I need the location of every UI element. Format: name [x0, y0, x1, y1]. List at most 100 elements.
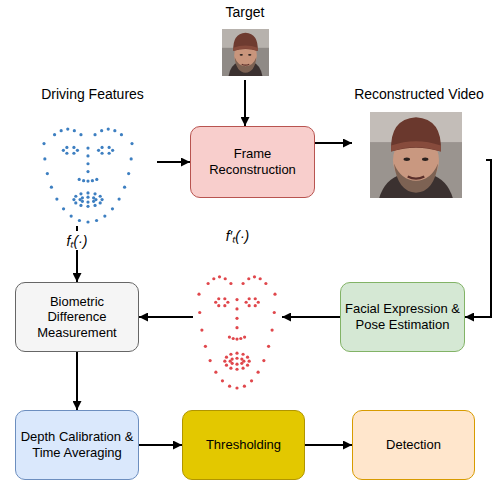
landmark-dot — [46, 172, 49, 175]
landmark-dot — [100, 198, 103, 201]
landmark-dot — [209, 359, 212, 362]
landmark-dot — [228, 385, 231, 388]
box-label: Depth Calibration & Time Averaging — [20, 429, 134, 460]
landmark-dot — [250, 379, 253, 382]
landmark-dot — [70, 214, 73, 217]
landmark-dot — [226, 301, 229, 304]
flow-arrow — [305, 444, 352, 446]
landmark-dot — [86, 196, 89, 199]
landmark-dot — [235, 357, 238, 360]
flow-arrow — [139, 316, 193, 318]
landmark-dot — [247, 277, 250, 280]
landmark-dot — [123, 186, 126, 189]
landmark-dot — [198, 311, 201, 314]
landmark-dot — [62, 149, 65, 152]
landmark-dot — [197, 293, 200, 296]
landmark-dot — [240, 362, 243, 365]
landmark-dot — [248, 297, 251, 300]
landmark-dot — [217, 297, 220, 300]
landmark-dot — [273, 311, 276, 314]
landmark-dot — [100, 129, 103, 132]
landmark-dot — [99, 201, 102, 204]
landmark-dot — [62, 207, 65, 210]
landmark-dot — [239, 337, 242, 340]
landmark-dot — [55, 197, 58, 200]
box-label: Detection — [386, 437, 441, 453]
landmark-dot — [245, 301, 248, 304]
landmark-dot — [74, 195, 77, 198]
edge-label: fₜ(·) — [65, 231, 90, 250]
landmark-dot — [93, 133, 96, 136]
landmark-dot — [229, 367, 232, 370]
flow-arrow — [244, 80, 246, 126]
landmark-dot — [95, 178, 98, 181]
process-box: Biometric Difference Measurement — [15, 282, 139, 352]
landmark-dot — [259, 277, 262, 280]
landmark-dot — [95, 219, 98, 222]
process-box: Thresholding — [182, 410, 305, 480]
landmark-dot — [79, 192, 82, 195]
landmark-dot — [60, 129, 63, 132]
target-photo — [222, 29, 269, 76]
landmark-dot — [218, 275, 221, 278]
landmark-dot — [257, 301, 260, 304]
landmark-dot — [254, 304, 257, 307]
landmark-dot — [243, 335, 246, 338]
landmark-dot — [264, 282, 267, 285]
landmark-dot — [130, 157, 133, 160]
process-box: Facial Expression & Pose Estimation — [340, 282, 465, 352]
heading: Reconstructed Video — [352, 86, 486, 103]
landmark-dot — [113, 129, 116, 132]
landmark-dot — [86, 170, 89, 173]
landmark-dot — [241, 353, 244, 356]
landmark-dot — [127, 172, 130, 175]
landmark-dot — [108, 146, 111, 149]
box-label: Biometric Difference Measurement — [20, 294, 134, 341]
landmark-dot — [86, 146, 89, 149]
landmark-dot — [200, 328, 203, 331]
landmark-dot — [235, 326, 238, 329]
landmark-dot — [240, 358, 243, 361]
landmark-dot — [74, 201, 77, 204]
landmark-dot — [246, 364, 249, 367]
landmark-dot — [248, 360, 251, 363]
landmark-dot — [120, 133, 123, 136]
landmark-dot — [42, 142, 45, 145]
landmark-dot — [217, 304, 220, 307]
landmark-dot — [204, 345, 207, 348]
driving-landmarks — [42, 127, 133, 223]
landmark-dot — [223, 360, 226, 363]
landmark-dot — [86, 220, 89, 223]
landmark-dot — [130, 142, 133, 145]
landmark-dot — [254, 297, 257, 300]
landmark-dot — [229, 353, 232, 356]
landmark-dot — [97, 149, 100, 152]
landmark-dot — [224, 277, 227, 280]
video-image: Reconstructed Video — [352, 86, 486, 200]
landmark-dot — [225, 364, 228, 367]
landmark-dot — [257, 371, 260, 374]
landmark-dot — [107, 127, 110, 130]
landmark-dot — [108, 152, 111, 155]
landmark-figure: f′ₜ(·) — [193, 228, 282, 392]
heading: Driving Features — [28, 86, 157, 103]
landmark-dot — [212, 277, 215, 280]
landmark-dot — [93, 204, 96, 207]
landmark-dot — [73, 129, 76, 132]
landmark-dot — [221, 379, 224, 382]
landmark-dot — [235, 337, 238, 340]
landmark-dot — [235, 386, 238, 389]
landmark-dot — [214, 301, 217, 304]
landmark-dot — [72, 198, 75, 201]
landmark-dot — [235, 363, 238, 366]
box-label: Facial Expression & Pose Estimation — [345, 301, 460, 332]
landmark-dot — [86, 162, 89, 165]
landmark-dot — [79, 204, 82, 207]
landmark-figure: Driving Features — [28, 86, 157, 226]
box-label: Frame Reconstruction — [195, 146, 310, 177]
landmark-dot — [76, 149, 79, 152]
flow-arrow — [315, 142, 352, 144]
landmark-dot — [223, 297, 226, 300]
estimated-landmarks — [197, 275, 276, 389]
landmark-dot — [111, 207, 114, 210]
